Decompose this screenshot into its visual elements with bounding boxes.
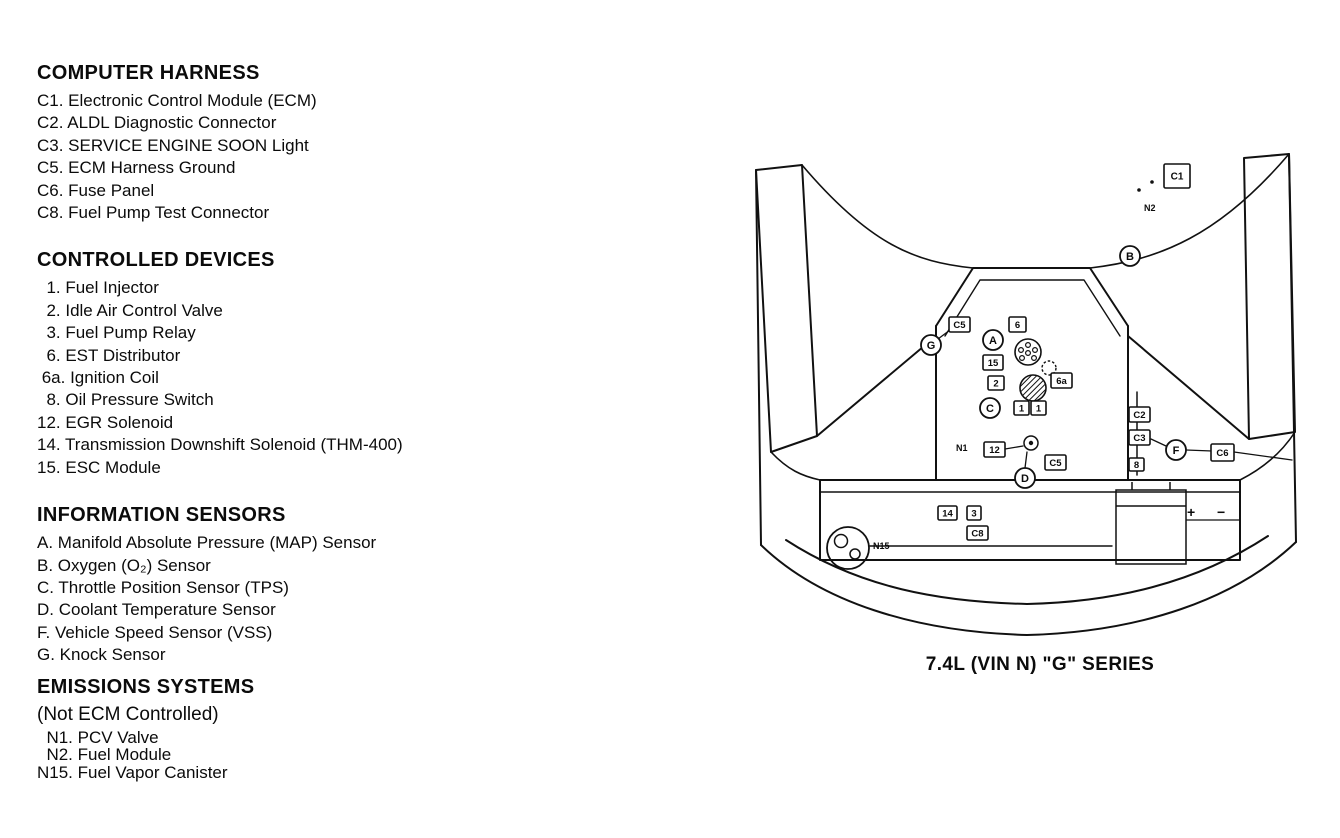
marker-box-c8: C8 xyxy=(966,525,989,541)
legend-item: 1. Fuel Injector xyxy=(37,278,159,298)
marker-box-6a: 6a xyxy=(1050,372,1073,389)
svg-text:C3: C3 xyxy=(1133,433,1145,444)
legend-item: A. Manifold Absolute Pressure (MAP) Sens… xyxy=(37,533,377,553)
distributor-cap-icon xyxy=(1014,338,1042,366)
legend-item: N1. PCV Valve xyxy=(37,727,159,747)
marker-box-8: 8 xyxy=(1128,457,1145,472)
svg-text:C6: C6 xyxy=(1216,448,1228,459)
legend-section-subtitle: (Not ECM Controlled) xyxy=(37,703,219,725)
marker-box-c2: C2 xyxy=(1128,406,1151,423)
marker-label-+: + xyxy=(1187,504,1195,520)
legend-item: 15. ESC Module xyxy=(37,457,161,477)
marker-label-N1: N1 xyxy=(956,443,968,453)
legend-item: N2. Fuel Module xyxy=(37,745,172,765)
svg-text:8: 8 xyxy=(1134,460,1139,471)
marker-box-c1: C1 xyxy=(1163,163,1191,189)
legend-item: C8. Fuel Pump Test Connector xyxy=(37,203,270,223)
marker-label-N2: N2 xyxy=(1144,203,1156,213)
marker-box-2: 2 xyxy=(987,375,1005,391)
legend-item: F. Vehicle Speed Sensor (VSS) xyxy=(37,622,273,642)
svg-text:D: D xyxy=(1021,473,1029,485)
svg-text:C8: C8 xyxy=(971,528,983,539)
legend-list: A. Manifold Absolute Pressure (MAP) Sens… xyxy=(37,532,707,666)
legend-item: D. Coolant Temperature Sensor xyxy=(37,600,276,620)
svg-text:B: B xyxy=(1126,251,1134,263)
legend-item: 2. Idle Air Control Valve xyxy=(37,300,223,320)
marker-box-6: 6 xyxy=(1008,316,1027,333)
svg-text:C5: C5 xyxy=(953,320,966,331)
marker-box-c3: C3 xyxy=(1128,429,1151,446)
legend-item: C6. Fuse Panel xyxy=(37,180,155,200)
legend-section-information-sensors: INFORMATION SENSORS A. Manifold Absolute … xyxy=(37,504,707,666)
marker-box-1: 1 xyxy=(1030,400,1047,416)
legend-section-title: CONTROLLED DEVICES xyxy=(37,249,275,272)
marker-circle-c: C xyxy=(979,397,1001,419)
marker-box-3: 3 xyxy=(966,505,982,521)
svg-text:2: 2 xyxy=(993,378,998,389)
marker-box-15: 15 xyxy=(982,354,1004,371)
marker-box-c5: C5 xyxy=(1044,454,1067,471)
legend-item: 6. EST Distributor xyxy=(37,345,181,365)
marker-box-c6: C6 xyxy=(1210,443,1235,462)
marker-box-c5: C5 xyxy=(948,316,971,333)
legend-item: 6a. Ignition Coil xyxy=(37,368,159,388)
marker-circle-d: D xyxy=(1014,467,1036,489)
legend-item: B. Oxygen (O₂) Sensor xyxy=(37,555,211,575)
legend-section-computer-harness: COMPUTER HARNESS C1. Electronic Control M… xyxy=(37,62,707,224)
legend-item: C. Throttle Position Sensor (TPS) xyxy=(37,577,289,597)
legend: COMPUTER HARNESS C1. Electronic Control M… xyxy=(37,62,707,781)
legend-item: C3. SERVICE ENGINE SOON Light xyxy=(37,135,309,155)
legend-item: 8. Oil Pressure Switch xyxy=(37,390,214,410)
svg-text:C: C xyxy=(986,403,994,415)
svg-text:C5: C5 xyxy=(1049,458,1062,469)
legend-item: N15. Fuel Vapor Canister xyxy=(37,762,228,782)
marker-circle-b: B xyxy=(1119,245,1141,267)
battery xyxy=(1115,482,1240,565)
svg-text:1: 1 xyxy=(1019,403,1025,414)
legend-item: C2. ALDL Diagnostic Connector xyxy=(37,113,277,133)
legend-section-emissions-systems: EMISSIONS SYSTEMS (Not ECM Controlled) N1… xyxy=(37,676,707,782)
legend-item: 14. Transmission Downshift Solenoid (THM… xyxy=(37,435,403,455)
legend-section-title: COMPUTER HARNESS xyxy=(37,62,260,84)
legend-item: C5. ECM Harness Ground xyxy=(37,158,236,178)
figure-caption: 7.4L (VIN N) "G" SERIES xyxy=(925,654,1155,675)
svg-text:C2: C2 xyxy=(1133,410,1145,421)
legend-section-title: INFORMATION SENSORS xyxy=(37,504,286,527)
svg-text:12: 12 xyxy=(989,445,1000,456)
svg-text:6: 6 xyxy=(1015,320,1020,331)
svg-text:F: F xyxy=(1173,445,1180,457)
marker-box-1: 1 xyxy=(1013,400,1030,416)
svg-text:1: 1 xyxy=(1036,403,1042,414)
legend-item: 12. EGR Solenoid xyxy=(37,412,174,432)
marker-label-N15: N15 xyxy=(873,541,890,551)
marker-box-14: 14 xyxy=(937,505,958,521)
svg-text:15: 15 xyxy=(988,358,999,369)
svg-text:G: G xyxy=(927,340,936,352)
legend-item: 3. Fuel Pump Relay xyxy=(37,323,196,343)
marker-circle-g: G xyxy=(920,334,942,356)
legend-item: C1. Electronic Control Module (ECM) xyxy=(37,91,317,110)
svg-text:14: 14 xyxy=(942,508,953,519)
legend-section-title: EMISSIONS SYSTEMS xyxy=(37,675,255,698)
legend-section-controlled-devices: CONTROLLED DEVICES 1. Fuel Injector 2. I… xyxy=(37,249,707,479)
marker-circle-f: F xyxy=(1165,439,1187,461)
marker-circle-a: A xyxy=(982,329,1004,351)
marker-box-12: 12 xyxy=(983,441,1006,458)
svg-text:C1: C1 xyxy=(1171,171,1184,182)
svg-text:3: 3 xyxy=(971,508,976,519)
svg-text:6a: 6a xyxy=(1056,376,1067,387)
legend-list: 1. Fuel Injector 2. Idle Air Control Val… xyxy=(37,277,707,479)
marker-label-−: − xyxy=(1217,504,1225,520)
legend-item: G. Knock Sensor xyxy=(37,645,166,665)
engine-detail-icons xyxy=(1019,180,1154,451)
svg-text:A: A xyxy=(989,335,997,347)
fuel-vapor-canister xyxy=(826,526,870,570)
legend-list: C1. Electronic Control Module (ECM) C2. A… xyxy=(37,90,707,224)
